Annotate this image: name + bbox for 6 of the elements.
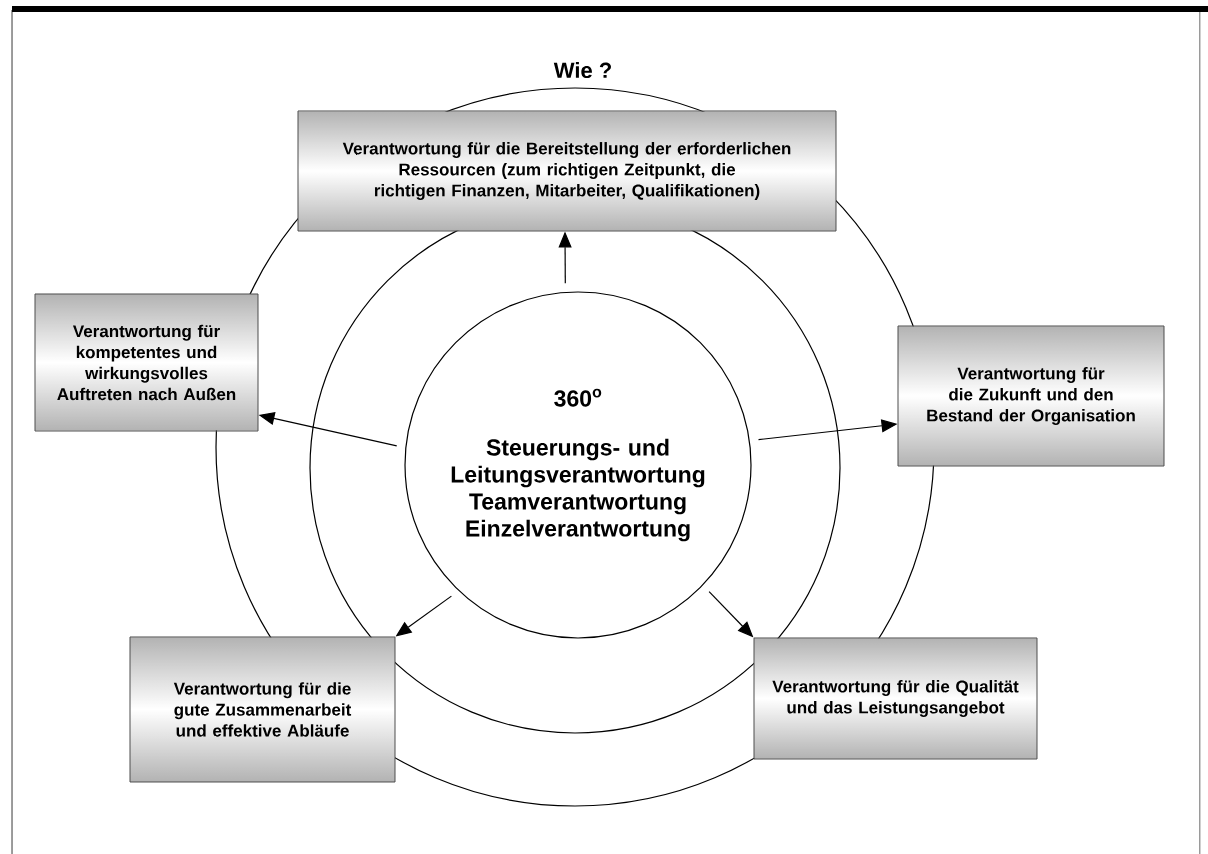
process-box: Verantwortung für kompetentes und wirkungsvolles Auftreten nach Außen (34, 293, 259, 432)
title: Wie ? (553, 61, 611, 79)
process-box: Verantwortung für die Qualität und das Leistungsangebot (753, 637, 1038, 760)
process-box: Verantwortung für die Bereitstellung der erforderlichen Ressourcen (zum richtigen Zeitpunkt, die richtigen Finanzen, Mitarbeiter, Qualifikationen) (297, 110, 837, 232)
process-box: Verantwortung für die gute Zusammenarbeit und effektive Abläufe (129, 636, 396, 783)
process-box: Verantwortung für die Zukunft und den Bestand der Organisation (897, 325, 1165, 467)
